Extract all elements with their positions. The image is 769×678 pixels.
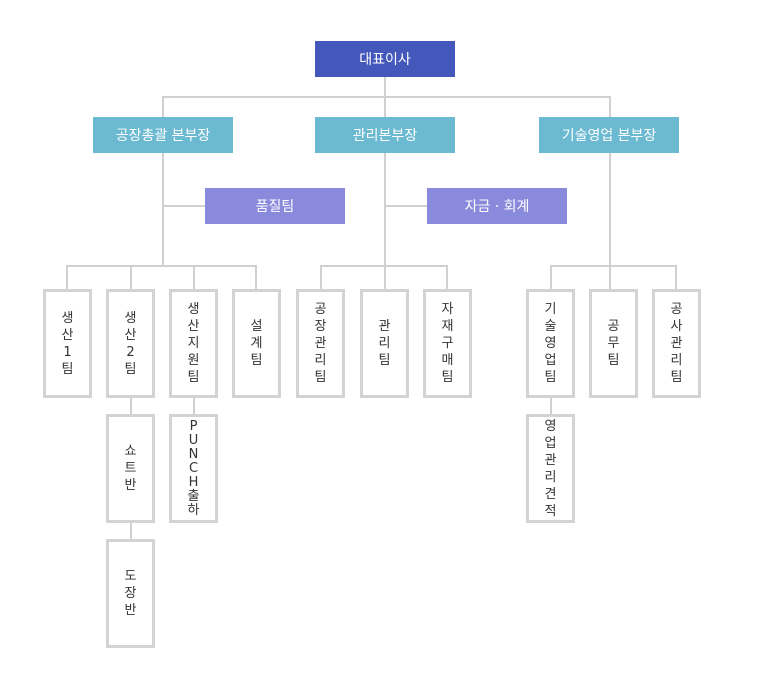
connector-line <box>609 153 611 266</box>
ceo-box: 대표이사 <box>315 41 455 77</box>
connector-line <box>66 265 256 267</box>
subunit-box-finance: 자금 · 회계 <box>427 188 567 224</box>
connector-line <box>130 265 132 289</box>
connector-line <box>162 153 164 266</box>
connector-line <box>446 265 448 289</box>
connector-line <box>130 397 132 414</box>
subunit-box-quality: 품질팀 <box>205 188 345 224</box>
connector-line <box>130 521 132 539</box>
connector-line <box>384 205 428 207</box>
hq-box-tech-sales: 기술영업 본부장 <box>539 117 679 153</box>
connector-line <box>255 265 257 289</box>
connector-line <box>550 397 552 414</box>
connector-line <box>609 265 611 289</box>
connector-line <box>193 265 195 289</box>
connector-line <box>320 265 322 289</box>
connector-line <box>66 265 68 289</box>
connector-line <box>384 265 386 289</box>
connector-line <box>162 96 610 98</box>
hq-box-management: 관리본부장 <box>315 117 455 153</box>
connector-line <box>193 397 195 414</box>
connector-line <box>550 265 552 289</box>
hq-box-factory: 공장총괄 본부장 <box>93 117 233 153</box>
connector-line <box>162 96 164 117</box>
connector-line <box>384 96 386 117</box>
connector-line <box>675 265 677 289</box>
connector-line <box>162 205 206 207</box>
connector-line <box>609 96 611 117</box>
connector-line <box>384 77 386 97</box>
connector-line <box>384 153 386 266</box>
connector-line <box>550 265 676 267</box>
